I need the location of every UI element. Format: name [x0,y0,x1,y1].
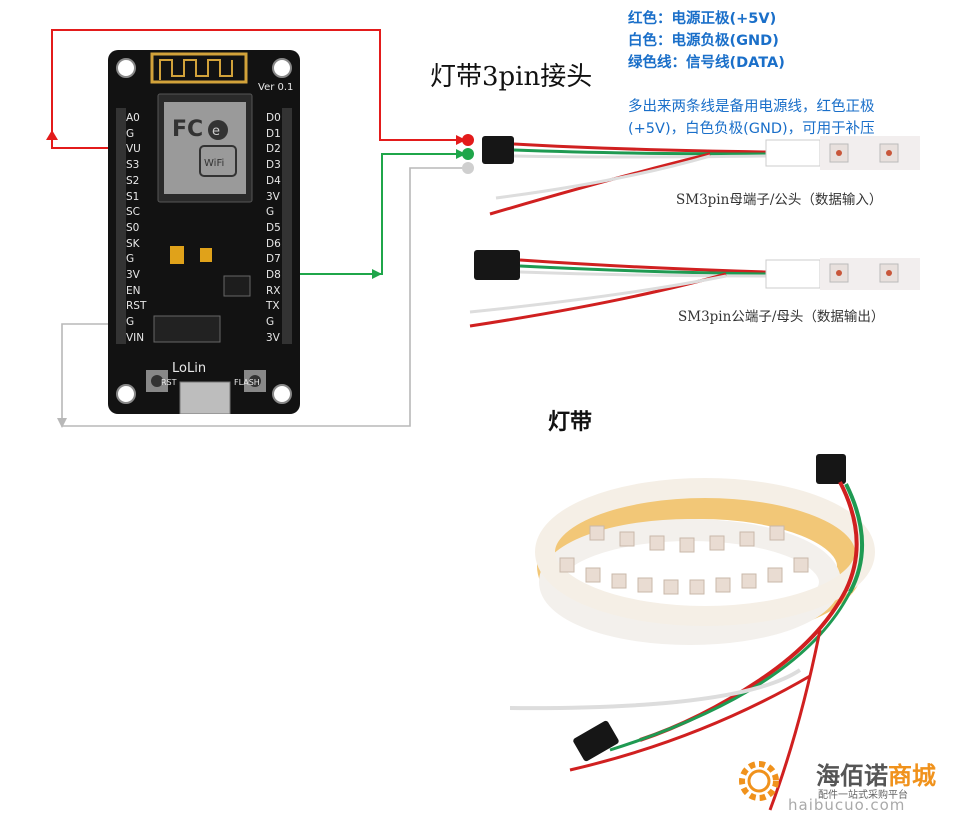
left-header [116,108,126,344]
left-pin-label: G [126,127,135,140]
connector-input-label: SM3pin母端子/公头（数据输入） [676,192,883,208]
right-pin-label: RX [266,284,281,297]
led-row [559,525,809,595]
mount-hole-br [272,384,292,404]
mount-hole-tl [116,58,136,78]
left-pin-label: SK [126,237,140,250]
connector-output-photo [469,250,920,328]
capacitor-2 [200,248,212,262]
strip-connector [816,454,846,484]
right-header [282,108,292,344]
right-pin-label: D1 [266,127,281,140]
connector-red-dot [462,134,474,146]
green-wire-arrow-right [456,149,466,159]
board-version: Ver 0.1 [258,82,294,93]
watermark-tagline: 配件一站式采购平台 [818,790,908,801]
left-pin-label: S1 [126,190,140,203]
right-pin-label: D6 [266,237,281,250]
connector-white-dot [462,162,474,174]
legend-green: 绿色线：信号线(DATA) [628,55,785,71]
right-pin-label: D3 [266,159,281,172]
mount-hole-bl [116,384,136,404]
right-pin-label: D2 [266,143,281,156]
connector-input-photo [482,136,920,216]
left-pin-label: S0 [126,221,140,234]
left-pin-label: S3 [126,159,140,172]
connector-title: 灯带3pin接头 [430,62,593,92]
watermark-url: haibucuo.com [788,796,906,814]
pcb-antenna [150,52,248,84]
connector-output-label: SM3pin公端子/母头（数据输出） [678,309,885,325]
left-pin-label: VU [126,143,141,156]
legend-white: 白色：电源负极(GND) [628,33,779,49]
chip-small [223,275,251,297]
extra-wire-note: 多出来两条线是备用电源线，红色正极(+5V)，白色负极(GND)，可用于补压 [628,99,875,137]
ic-chip [153,315,221,343]
rst-button-label: RST [161,378,177,387]
right-pin-label: 3V [266,331,280,344]
red-wire-arrow [46,130,58,140]
right-pin-label: D8 [266,269,281,281]
legend-red: 红色：电源正极(+5V) [628,11,777,27]
board-brand: LoLin [172,361,207,376]
svg-text:e: e [212,124,220,139]
left-pin-label: EN [126,284,141,297]
left-pin-label: VIN [126,331,145,344]
red-power-wire [51,29,463,149]
strip-plug [573,720,619,762]
right-pin-label: 3V [266,190,280,203]
watermark-brand-a: 海佰诺 [816,762,888,790]
left-pin-label: G [126,316,135,329]
left-pin-label: A0 [126,112,140,124]
left-pin-label: SC [126,206,140,219]
usb-port [179,381,231,414]
left-pin-label: S2 [126,174,140,187]
flash-button-label: FLASH [234,378,260,387]
wire-color-legend: 红色：电源正极(+5V) 白色：电源负极(GND) 绿色线：信号线(DATA) [628,8,785,74]
right-pin-label: D5 [266,221,281,234]
nodemcu-board: FC e WiFi [108,50,300,414]
right-pin-label: D0 [266,112,281,124]
led-strip-reel-photo [509,454,875,811]
red-wire-arrow-right [456,135,466,145]
gray-wire-arrow [57,418,67,428]
left-pin-label: RST [126,300,147,313]
right-pin-label: D4 [266,174,281,187]
green-wire-arrow [372,269,382,279]
strip-title: 灯带 [548,410,593,435]
left-pin-label: 3V [126,269,140,281]
left-pin-label: G [126,253,135,266]
green-data-wire [298,153,463,275]
right-pin-label: TX [266,300,280,313]
right-pin-label: D7 [266,253,281,266]
connector-green-dot [462,148,474,160]
watermark-brand-b: 商城 [888,762,936,790]
gray-ground-wire [61,167,464,427]
svg-text:FC: FC [172,117,203,142]
capacitor [170,246,184,264]
gear-logo-icon [739,761,779,801]
right-pin-label: G [266,206,275,219]
right-pin-label: G [266,316,275,329]
svg-text:WiFi: WiFi [204,158,224,169]
mount-hole-tr [272,58,292,78]
watermark-brand: 海佰诺商城 [816,756,936,791]
